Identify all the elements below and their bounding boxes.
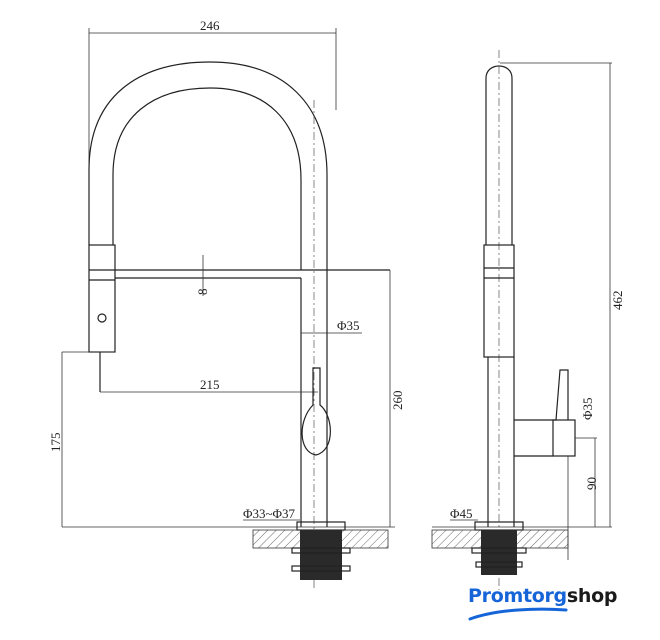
dim-175: 175	[48, 433, 63, 453]
handle-lever	[301, 367, 331, 456]
side-view: 462 Φ35 90 Φ45	[431, 50, 625, 590]
dim-phi35-side: Φ35	[580, 397, 595, 420]
spout-inner	[112, 87, 302, 270]
promtorgshop-logo: Promtorgshop	[468, 585, 617, 607]
dim-hole-diameter: Φ33~Φ37	[243, 506, 296, 521]
dim-246: 246	[200, 18, 220, 33]
mounting-thread-front	[300, 530, 342, 580]
dim-215: 215	[200, 377, 220, 392]
spout-outer	[88, 61, 328, 527]
dim-phi45: Φ45	[450, 506, 473, 521]
front-view: 246 8 Φ35 215 260 175 Φ33~Φ37	[48, 18, 405, 590]
dim-462: 462	[610, 291, 625, 311]
dim-8: 8	[195, 289, 210, 296]
logo-swoosh-icon	[468, 607, 568, 621]
dim-260: 260	[390, 391, 405, 411]
side-spout	[485, 65, 513, 245]
logo-text-promtorg: Promtorg	[468, 585, 567, 607]
logo-text-shop: shop	[566, 585, 618, 607]
side-handle-block	[552, 419, 576, 457]
sprayer-head	[88, 244, 116, 353]
dim-90: 90	[584, 477, 599, 490]
dim-phi35-front: Φ35	[337, 318, 360, 333]
